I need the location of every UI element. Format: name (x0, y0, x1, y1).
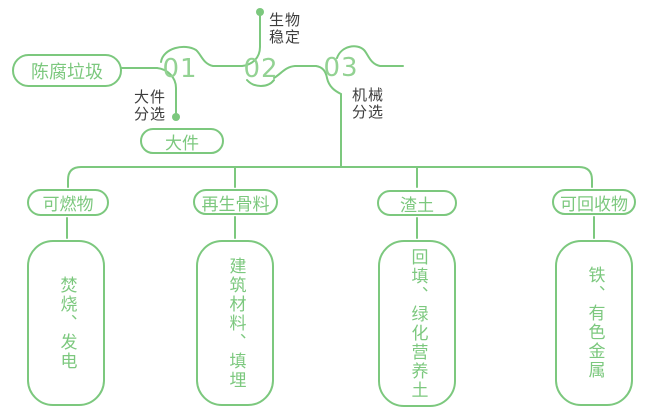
category-label: 再生骨料 (201, 194, 270, 215)
step1-number: 01 (162, 54, 198, 84)
step3-label: 机械 分选 (352, 86, 385, 121)
category-label: 渣土 (400, 195, 434, 216)
arc-over-step1 (160, 45, 243, 67)
arc-under-step2 (246, 79, 275, 87)
category-pill-slag: 渣土 (377, 190, 457, 216)
branch-step3-down (315, 65, 342, 168)
branch-step2-up (241, 15, 261, 67)
source-pill: 陈腐垃圾 (12, 54, 122, 87)
branch-step1-down (156, 67, 177, 114)
category-pill-recyclable: 可回收物 (552, 189, 636, 215)
step1-label: 大件 分选 (134, 88, 167, 123)
detail-text: 回填、绿化营养土 (407, 247, 428, 400)
step3-number: 03 (323, 53, 359, 83)
step2-number: 02 (243, 54, 279, 84)
detail-box-recycled-aggregate: 建筑材料、填埋 (196, 240, 274, 406)
detail-text: 焚烧、发电 (56, 275, 77, 371)
bulky-output-label: 大件 (165, 133, 199, 154)
detail-text: 建筑材料、填埋 (225, 256, 246, 390)
category-pill-combustible: 可燃物 (27, 189, 109, 216)
detail-box-slag: 回填、绿化营养土 (378, 240, 456, 407)
detail-box-recyclable: 铁、有色金属 (555, 240, 633, 406)
category-label: 可燃物 (42, 195, 94, 215)
source-pill-label: 陈腐垃圾 (31, 61, 103, 83)
detail-text: 铁、有色金属 (584, 266, 605, 380)
distributor-line (67, 166, 593, 188)
step2-label: 生物 稳定 (269, 11, 302, 46)
line-step2-to-step3 (273, 65, 317, 79)
bulky-branch-dot (172, 113, 180, 121)
category-pill-recycled-aggregate: 再生骨料 (193, 189, 278, 215)
bulky-output-pill: 大件 (140, 128, 224, 154)
detail-box-combustible: 焚烧、发电 (27, 240, 105, 406)
bio-branch-dot (256, 8, 264, 16)
arc-over-step3 (336, 45, 404, 67)
category-label: 可回收物 (560, 194, 628, 215)
